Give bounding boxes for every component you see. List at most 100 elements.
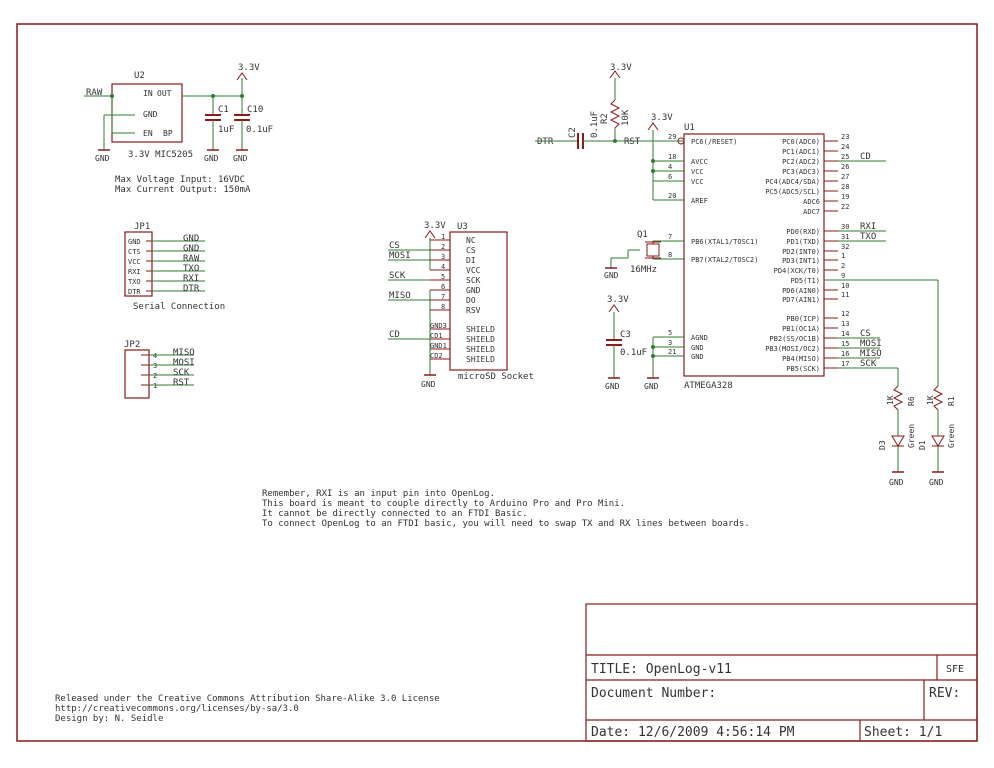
u2-value: 3.3V MIC5205 (128, 150, 193, 160)
u3-v33-label: 3.3V (424, 221, 446, 231)
mcu-pin-number: 26 (841, 163, 849, 171)
sd-pin-name: CS (466, 246, 476, 255)
u2-note-current: Max Current Output: 150mA (115, 185, 251, 195)
r2-value: 10K (621, 109, 631, 126)
mcu-pin-name: ADC7 (803, 208, 820, 216)
r2-v33-label: 3.3V (610, 63, 632, 73)
u2-gnd-label: GND (95, 154, 110, 163)
c3-v33-label: 3.3V (607, 295, 629, 305)
jp1-net-label: GND (183, 234, 199, 244)
mcu-pin-name: PD7(AIN1) (782, 296, 820, 304)
r2-ref: R2 (600, 113, 610, 124)
u1-ref: U1 (684, 123, 695, 133)
sd-pin-name: GND (466, 286, 481, 295)
mcu-pin-number: 24 (841, 143, 849, 151)
u1-body (683, 133, 825, 377)
mcu-pin-number: 15 (841, 340, 849, 348)
sd-pin-name: SCK (466, 276, 481, 285)
jp1-net-label: RAW (183, 254, 200, 264)
u3-caption: microSD Socket (458, 372, 534, 382)
u2-ref: U2 (134, 71, 145, 81)
jp1-caption: Serial Connection (133, 302, 225, 312)
mcu-pin-number: 4 (668, 163, 672, 171)
v33-reg-label: 3.3V (238, 63, 260, 73)
c10-ref: C10 (247, 105, 263, 115)
r6-value: 1K (886, 395, 895, 405)
jp2-pin-number: 3 (153, 362, 157, 370)
mcu-pin-name: PC0(ADC0) (782, 138, 820, 146)
jp2-net-label: MOSI (173, 358, 195, 368)
sd-pin-number: 4 (441, 263, 445, 271)
mcu-pin-name: ADC6 (803, 198, 820, 206)
jp1-pin-label: RXI (128, 268, 141, 276)
sd-pin-name: SHIELD (466, 345, 495, 354)
c3-gnd-label: GND (605, 382, 620, 391)
sd-net-label: CS (389, 241, 400, 251)
note-line-4: To connect OpenLog to an FTDI basic, you… (262, 519, 750, 529)
mcu-pin-number: 25 (841, 153, 849, 161)
sd-shield-number: CD1 (430, 332, 443, 340)
c3-value: 0.1uF (620, 348, 647, 358)
mcu-pin-name: AVCC (691, 158, 708, 166)
d3-ref: D3 (878, 440, 887, 450)
sd-pin-name: SHIELD (466, 335, 495, 344)
raw-net-label: RAW (86, 88, 103, 98)
u2-pin-en: EN (143, 129, 153, 138)
jp2-net-label: SCK (173, 368, 190, 378)
reset-bubble (677, 137, 685, 145)
jp1-net-label: GND (183, 244, 199, 254)
mcu-pin-number: 28 (841, 183, 849, 191)
jp1-body (124, 231, 153, 297)
u2-pin-bp: BP (163, 129, 173, 138)
mcu-pin-name: AGND (691, 334, 708, 342)
mcu-pin-number: 23 (841, 133, 849, 141)
mcu-pin-number: 32 (841, 243, 849, 251)
mcu-net-label: MOSI (860, 339, 882, 349)
sd-pin-number: 7 (441, 293, 445, 301)
license-line-1: Released under the Creative Commons Attr… (55, 694, 440, 704)
mcu-pin-number: 10 (841, 282, 849, 290)
mcu-pin-number: 2 (841, 262, 845, 270)
mcu-pin-name: PC3(ADC3) (782, 168, 820, 176)
mcu-pin-name: PC4(ADC4/SDA) (765, 178, 820, 186)
mcu-pin-number: 16 (841, 350, 849, 358)
sfe-logo-text: SFE (946, 664, 964, 675)
mcu-pin-name: PB1(OC1A) (782, 325, 820, 333)
jp1-pin-label: CTS (128, 248, 141, 256)
jp2-pin-number: 4 (153, 352, 157, 360)
sd-pin-name: SHIELD (466, 355, 495, 364)
sd-shield-number: GND3 (430, 322, 447, 330)
mcu-pin-name: PB6(XTAL1/TOSC1) (691, 238, 758, 246)
mcu-pin-name: AREF (691, 197, 708, 205)
mcu-pin-number: 6 (668, 173, 672, 181)
mcu-pin-name: PC6(/RESET) (691, 138, 737, 146)
mcu-pin-name: PD4(XCK/T0) (774, 267, 820, 275)
r6-ref: R6 (907, 396, 916, 406)
jp1-net-label: DTR (183, 284, 200, 294)
c1-ref: C1 (218, 105, 229, 115)
r1-ref: R1 (947, 396, 956, 406)
mcu-net-label: RXI (860, 222, 876, 232)
sd-pin-name: RSV (466, 306, 481, 315)
mcu-pin-name: PB0(ICP) (786, 315, 820, 323)
license-line-2: http://creativecommons.org/licenses/by-s… (55, 704, 299, 714)
sd-net-label: MOSI (389, 251, 411, 261)
u1-value: ATMEGA328 (684, 381, 733, 391)
mcu-pin-name: PC1(ADC1) (782, 148, 820, 156)
mcu-pin-number: 12 (841, 310, 849, 318)
jp2-body (124, 349, 150, 399)
sd-pin-name: NC (466, 236, 476, 245)
date-label: Date: 12/6/2009 4:56:14 PM (591, 725, 795, 740)
mcu-pin-number: 8 (668, 251, 672, 259)
c2-ref: C2 (568, 127, 578, 138)
mcu-pin-number: 1 (841, 252, 845, 260)
mcu-pin-name: PB4(MISO) (782, 355, 820, 363)
sd-net-label: CD (389, 330, 400, 340)
dtr-net-label: DTR (537, 137, 554, 147)
c10-gnd-label: GND (233, 154, 248, 163)
mcu-pin-number: 17 (841, 360, 849, 368)
jp2-ref: JP2 (124, 340, 140, 350)
mcu-pin-number: 29 (668, 133, 676, 141)
u2-note-voltage: Max Voltage Input: 16VDC (115, 175, 245, 185)
